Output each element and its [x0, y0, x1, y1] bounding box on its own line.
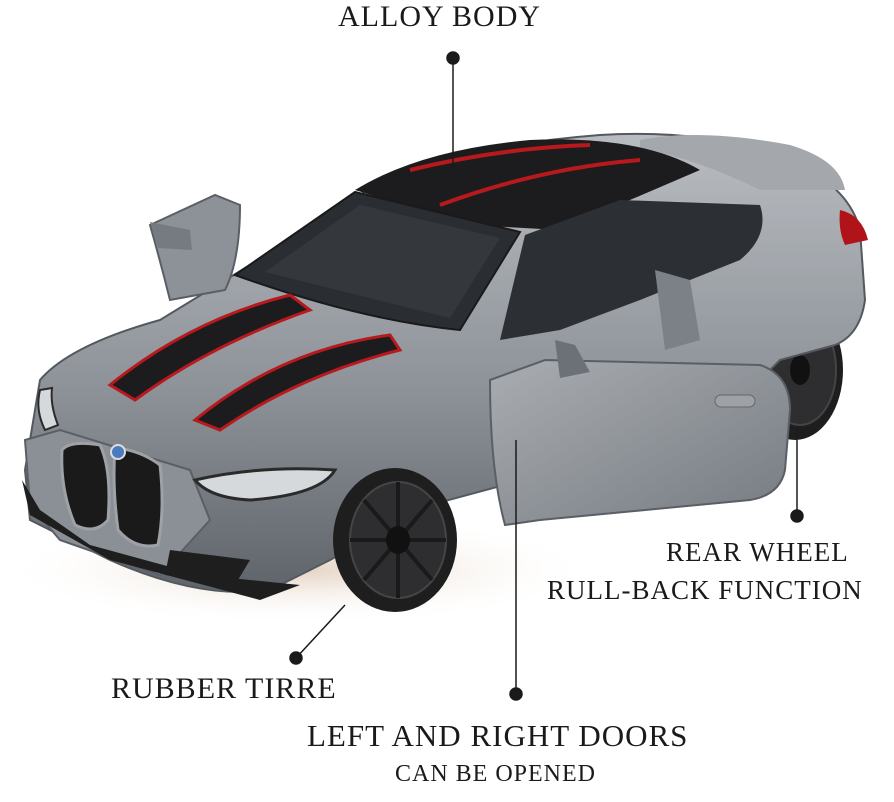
- callout-alloy-body: ALLOY BODY: [338, 0, 542, 33]
- badge-icon: [110, 444, 126, 460]
- callout-doors-title: LEFT AND RIGHT DOORS: [307, 718, 689, 753]
- door-handle: [714, 394, 756, 408]
- kidney-grille: [60, 441, 164, 548]
- callout-rear-wheel-title: REAR WHEEL: [666, 537, 849, 567]
- lower-intake: [165, 550, 250, 585]
- hood-stripe-right: [192, 333, 403, 432]
- callout-lines: [289, 51, 804, 701]
- callout-rear-wheel-subtitle: RULL-BACK FUNCTION: [547, 575, 863, 605]
- side-mirror: [555, 340, 590, 378]
- callout-dot-tire: [289, 651, 303, 665]
- front-wheel: [333, 468, 457, 612]
- headlight-right: [192, 467, 338, 502]
- far-door-edge: [655, 270, 700, 350]
- hood-stripe-left: [107, 293, 314, 402]
- callout-dot-doors: [509, 687, 523, 701]
- trunk: [640, 135, 845, 190]
- headlight-left: [37, 386, 60, 432]
- callout-doors-subtitle: CAN BE OPENED: [395, 761, 597, 787]
- callout-dot-alloy: [446, 51, 460, 65]
- open-door-right: [488, 358, 792, 527]
- far-mirror: [150, 222, 192, 250]
- roof-stripe-accent: [409, 143, 591, 172]
- tail-light: [839, 210, 868, 245]
- callout-rubber-tire: RUBBER TIRRE: [111, 672, 337, 705]
- side-window: [500, 200, 763, 340]
- roof-stripe-accent-2: [439, 158, 641, 207]
- callout-dot-rear: [790, 509, 804, 523]
- open-door-left: [148, 193, 242, 302]
- callout-line-tire: [295, 604, 346, 659]
- front-splitter: [22, 480, 300, 600]
